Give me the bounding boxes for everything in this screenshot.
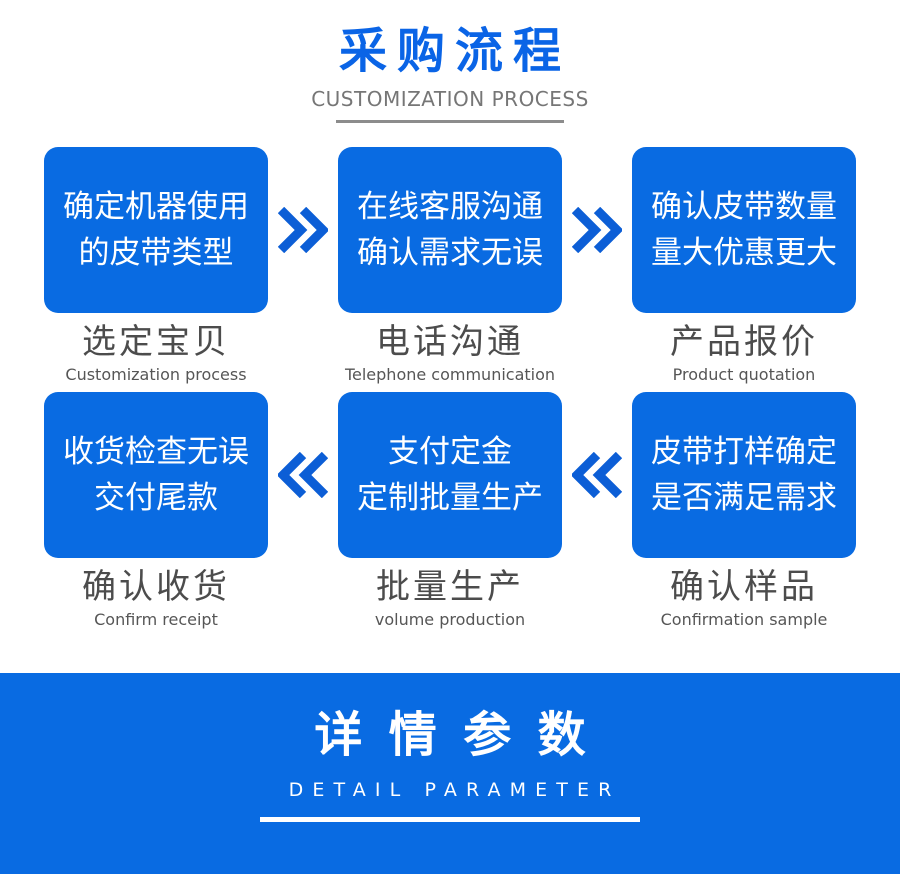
step-box: 确认皮带数量 量大优惠更大	[632, 147, 856, 314]
step-box-line: 确认需求无误	[357, 234, 543, 271]
step-phone-communication: 在线客服沟通 确认需求无误 电话沟通 Telephone communicati…	[338, 147, 562, 384]
banner-subtitle: DETAIL PARAMETER	[288, 778, 621, 801]
step-box-line: 的皮带类型	[78, 234, 234, 271]
header: 采购流程 CUSTOMIZATION PROCESS	[0, 0, 900, 124]
step-sublabel: volume production	[374, 610, 526, 630]
step-label: 选定宝贝	[82, 322, 230, 363]
page-title: 采购流程	[338, 23, 571, 79]
step-sublabel: Telephone communication	[344, 365, 556, 385]
step-box: 收货检查无误 交付尾款	[44, 392, 268, 559]
step-box-line: 是否满足需求	[651, 479, 837, 516]
double-chevron-left-icon	[562, 392, 632, 558]
step-box-line: 皮带打样确定	[651, 433, 837, 470]
step-select-item: 确定机器使用 的皮带类型 选定宝贝 Customization process	[44, 147, 268, 384]
step-label: 确认收货	[82, 567, 230, 608]
step-confirm-receipt: 收货检查无误 交付尾款 确认收货 Confirm receipt	[44, 392, 268, 629]
step-box-line: 定制批量生产	[357, 479, 543, 516]
header-subtitle: CUSTOMIZATION PROCESS	[311, 87, 589, 112]
step-box: 确定机器使用 的皮带类型	[44, 147, 268, 314]
step-label: 确认样品	[670, 567, 818, 608]
double-chevron-right-icon	[562, 147, 632, 313]
step-box-line: 确定机器使用	[63, 188, 249, 225]
step-box: 支付定金 定制批量生产	[338, 392, 562, 559]
step-product-quotation: 确认皮带数量 量大优惠更大 产品报价 Product quotation	[632, 147, 856, 384]
step-label: 产品报价	[670, 322, 818, 363]
step-box: 在线客服沟通 确认需求无误	[338, 147, 562, 314]
detail-parameter-banner: 详情参数 DETAIL PARAMETER	[0, 673, 900, 874]
step-sublabel: Confirm receipt	[94, 610, 218, 630]
step-box-line: 收货检查无误	[63, 433, 249, 470]
step-sublabel: Confirmation sample	[660, 610, 828, 630]
header-underline	[336, 120, 564, 124]
process-flow: 确定机器使用 的皮带类型 选定宝贝 Customization process …	[44, 147, 856, 629]
step-box-line: 在线客服沟通	[357, 188, 543, 225]
step-box: 皮带打样确定 是否满足需求	[632, 392, 856, 559]
step-confirm-sample: 皮带打样确定 是否满足需求 确认样品 Confirmation sample	[632, 392, 856, 629]
banner-title: 详情参数	[314, 707, 612, 763]
step-label: 电话沟通	[376, 322, 524, 363]
double-chevron-left-icon	[268, 392, 338, 558]
banner-underline	[260, 816, 640, 822]
step-sublabel: Product quotation	[672, 365, 816, 385]
step-label: 批量生产	[376, 567, 524, 608]
step-box-line: 确认皮带数量	[651, 188, 837, 225]
double-chevron-right-icon	[268, 147, 338, 313]
flow-row-1: 确定机器使用 的皮带类型 选定宝贝 Customization process …	[44, 147, 856, 384]
step-volume-production: 支付定金 定制批量生产 批量生产 volume production	[338, 392, 562, 629]
step-box-line: 交付尾款	[94, 479, 218, 516]
flow-row-2: 收货检查无误 交付尾款 确认收货 Confirm receipt 支付定金 定制…	[44, 392, 856, 629]
step-box-line: 支付定金	[388, 433, 512, 470]
step-box-line: 量大优惠更大	[651, 234, 837, 271]
step-sublabel: Customization process	[65, 365, 247, 385]
